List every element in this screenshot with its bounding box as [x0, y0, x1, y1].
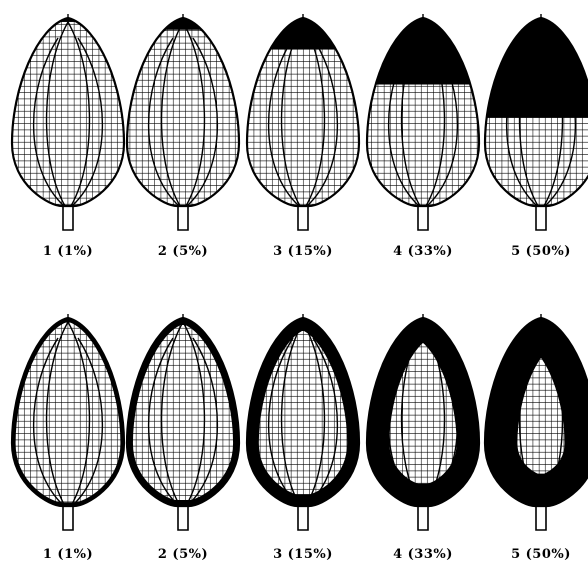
severity-label: 1 (1%)	[43, 244, 93, 259]
severity-label: 5 (50%)	[511, 244, 571, 259]
leaf-stem	[418, 504, 428, 530]
severity-label: 4 (33%)	[393, 244, 453, 259]
leaf-row-1: 1 (1%) 2 (5%) 3 (15%) 4 (33%) 5 (50%)	[10, 14, 588, 259]
leaf-stem	[63, 204, 73, 230]
leaf-2-4	[367, 314, 479, 530]
leaf-2-3	[247, 314, 359, 530]
leaf-1-2	[125, 14, 241, 230]
leaf-1-4	[365, 14, 481, 230]
severity-label: 3 (15%)	[273, 244, 333, 259]
leaf-grid	[12, 18, 124, 206]
leaf-stem	[178, 504, 188, 530]
leaf-1-3	[245, 14, 361, 230]
leaf-stem	[63, 504, 73, 530]
severity-label: 2 (5%)	[158, 547, 208, 562]
leaf-rows: 1 (1%) 2 (5%) 3 (15%) 4 (33%) 5 (50%) 1 (1%) 2…	[10, 14, 588, 562]
severity-label: 3 (15%)	[273, 547, 333, 562]
severity-label: 1 (1%)	[43, 547, 93, 562]
leaf-2-2	[127, 314, 239, 530]
diseased-area	[245, 16, 361, 49]
leaf-stem	[298, 504, 308, 530]
severity-label: 4 (33%)	[393, 547, 453, 562]
severity-label: 5 (50%)	[511, 547, 571, 562]
leaf-1-5	[483, 14, 588, 230]
leaf-row-2: 1 (1%) 2 (5%) 3 (15%) 4 (33%) 5 (50%)	[12, 314, 588, 562]
leaf-grid	[12, 318, 124, 506]
diseased-area	[365, 16, 481, 85]
leaf-1-1	[10, 14, 126, 230]
leaf-stem	[298, 204, 308, 230]
leaf-2-1	[12, 314, 124, 530]
leaf-stem	[178, 204, 188, 230]
leaf-stem	[536, 204, 546, 230]
leaf-stem	[536, 504, 546, 530]
leaf-grid	[127, 18, 239, 206]
leaf-stem	[418, 204, 428, 230]
leaf-2-5	[485, 314, 588, 530]
severity-label: 2 (5%)	[158, 244, 208, 259]
